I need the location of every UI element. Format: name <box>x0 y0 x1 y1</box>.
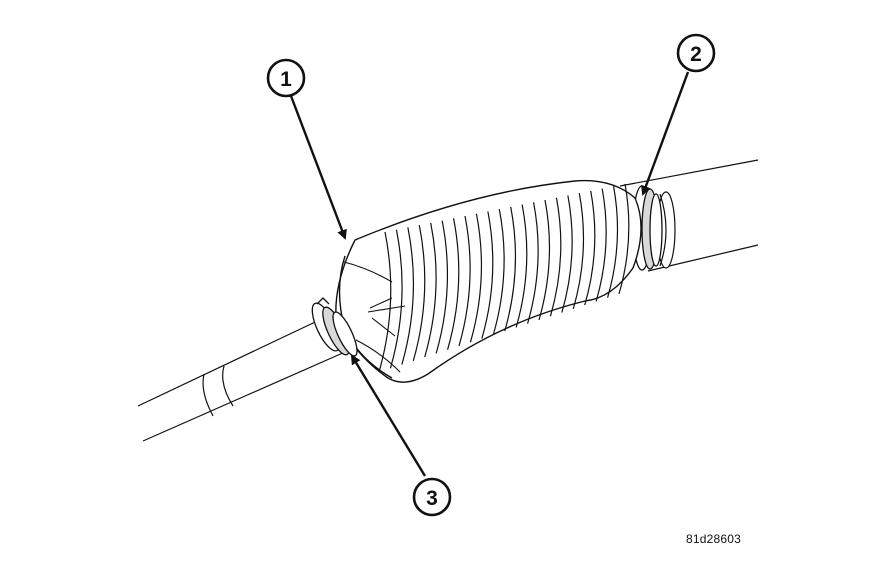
callout-2-arrow <box>641 71 690 196</box>
callout-3-arrow <box>350 354 427 477</box>
boot-pleat <box>515 204 528 328</box>
figure-code: 81d28603 <box>686 532 741 546</box>
boot-pleat <box>561 195 573 313</box>
boot-pleat <box>389 229 403 369</box>
boot-pleat <box>526 202 539 324</box>
callout-2-number: 2 <box>690 43 702 66</box>
boot-pleat <box>606 186 619 298</box>
boot-pleat <box>469 213 483 343</box>
boot-pleat <box>595 188 607 302</box>
tie-rod-shaft <box>137 314 346 442</box>
callout-3: 3 <box>412 477 452 517</box>
boot-pleat <box>584 190 596 306</box>
outer-boot-clamp <box>632 185 663 271</box>
boot-pleat <box>481 211 494 339</box>
callout-1-number: 1 <box>280 68 292 91</box>
boot-pleats <box>378 183 630 373</box>
boot-pleat <box>492 209 505 336</box>
boot-pleat <box>435 220 449 354</box>
boot-pleat <box>458 215 471 347</box>
boot-pleat <box>538 199 551 321</box>
boot-pleat <box>401 227 415 365</box>
inner-boot-clamp <box>311 297 358 357</box>
boot-pleat <box>412 225 426 362</box>
boot-small-end <box>343 261 406 373</box>
callout-arrows <box>289 71 690 477</box>
callout-1-arrow <box>289 95 347 240</box>
boot-pleat <box>618 183 630 295</box>
callout-3-number: 3 <box>426 487 438 510</box>
boot-pleat <box>424 222 437 358</box>
boot-pleat <box>549 197 562 317</box>
boot-pleat <box>504 206 517 332</box>
boot-pleat <box>572 193 585 310</box>
rubber-boot <box>335 179 642 383</box>
boot-pleat <box>446 218 460 350</box>
callout-1: 1 <box>266 58 306 98</box>
callout-2: 2 <box>676 33 716 73</box>
